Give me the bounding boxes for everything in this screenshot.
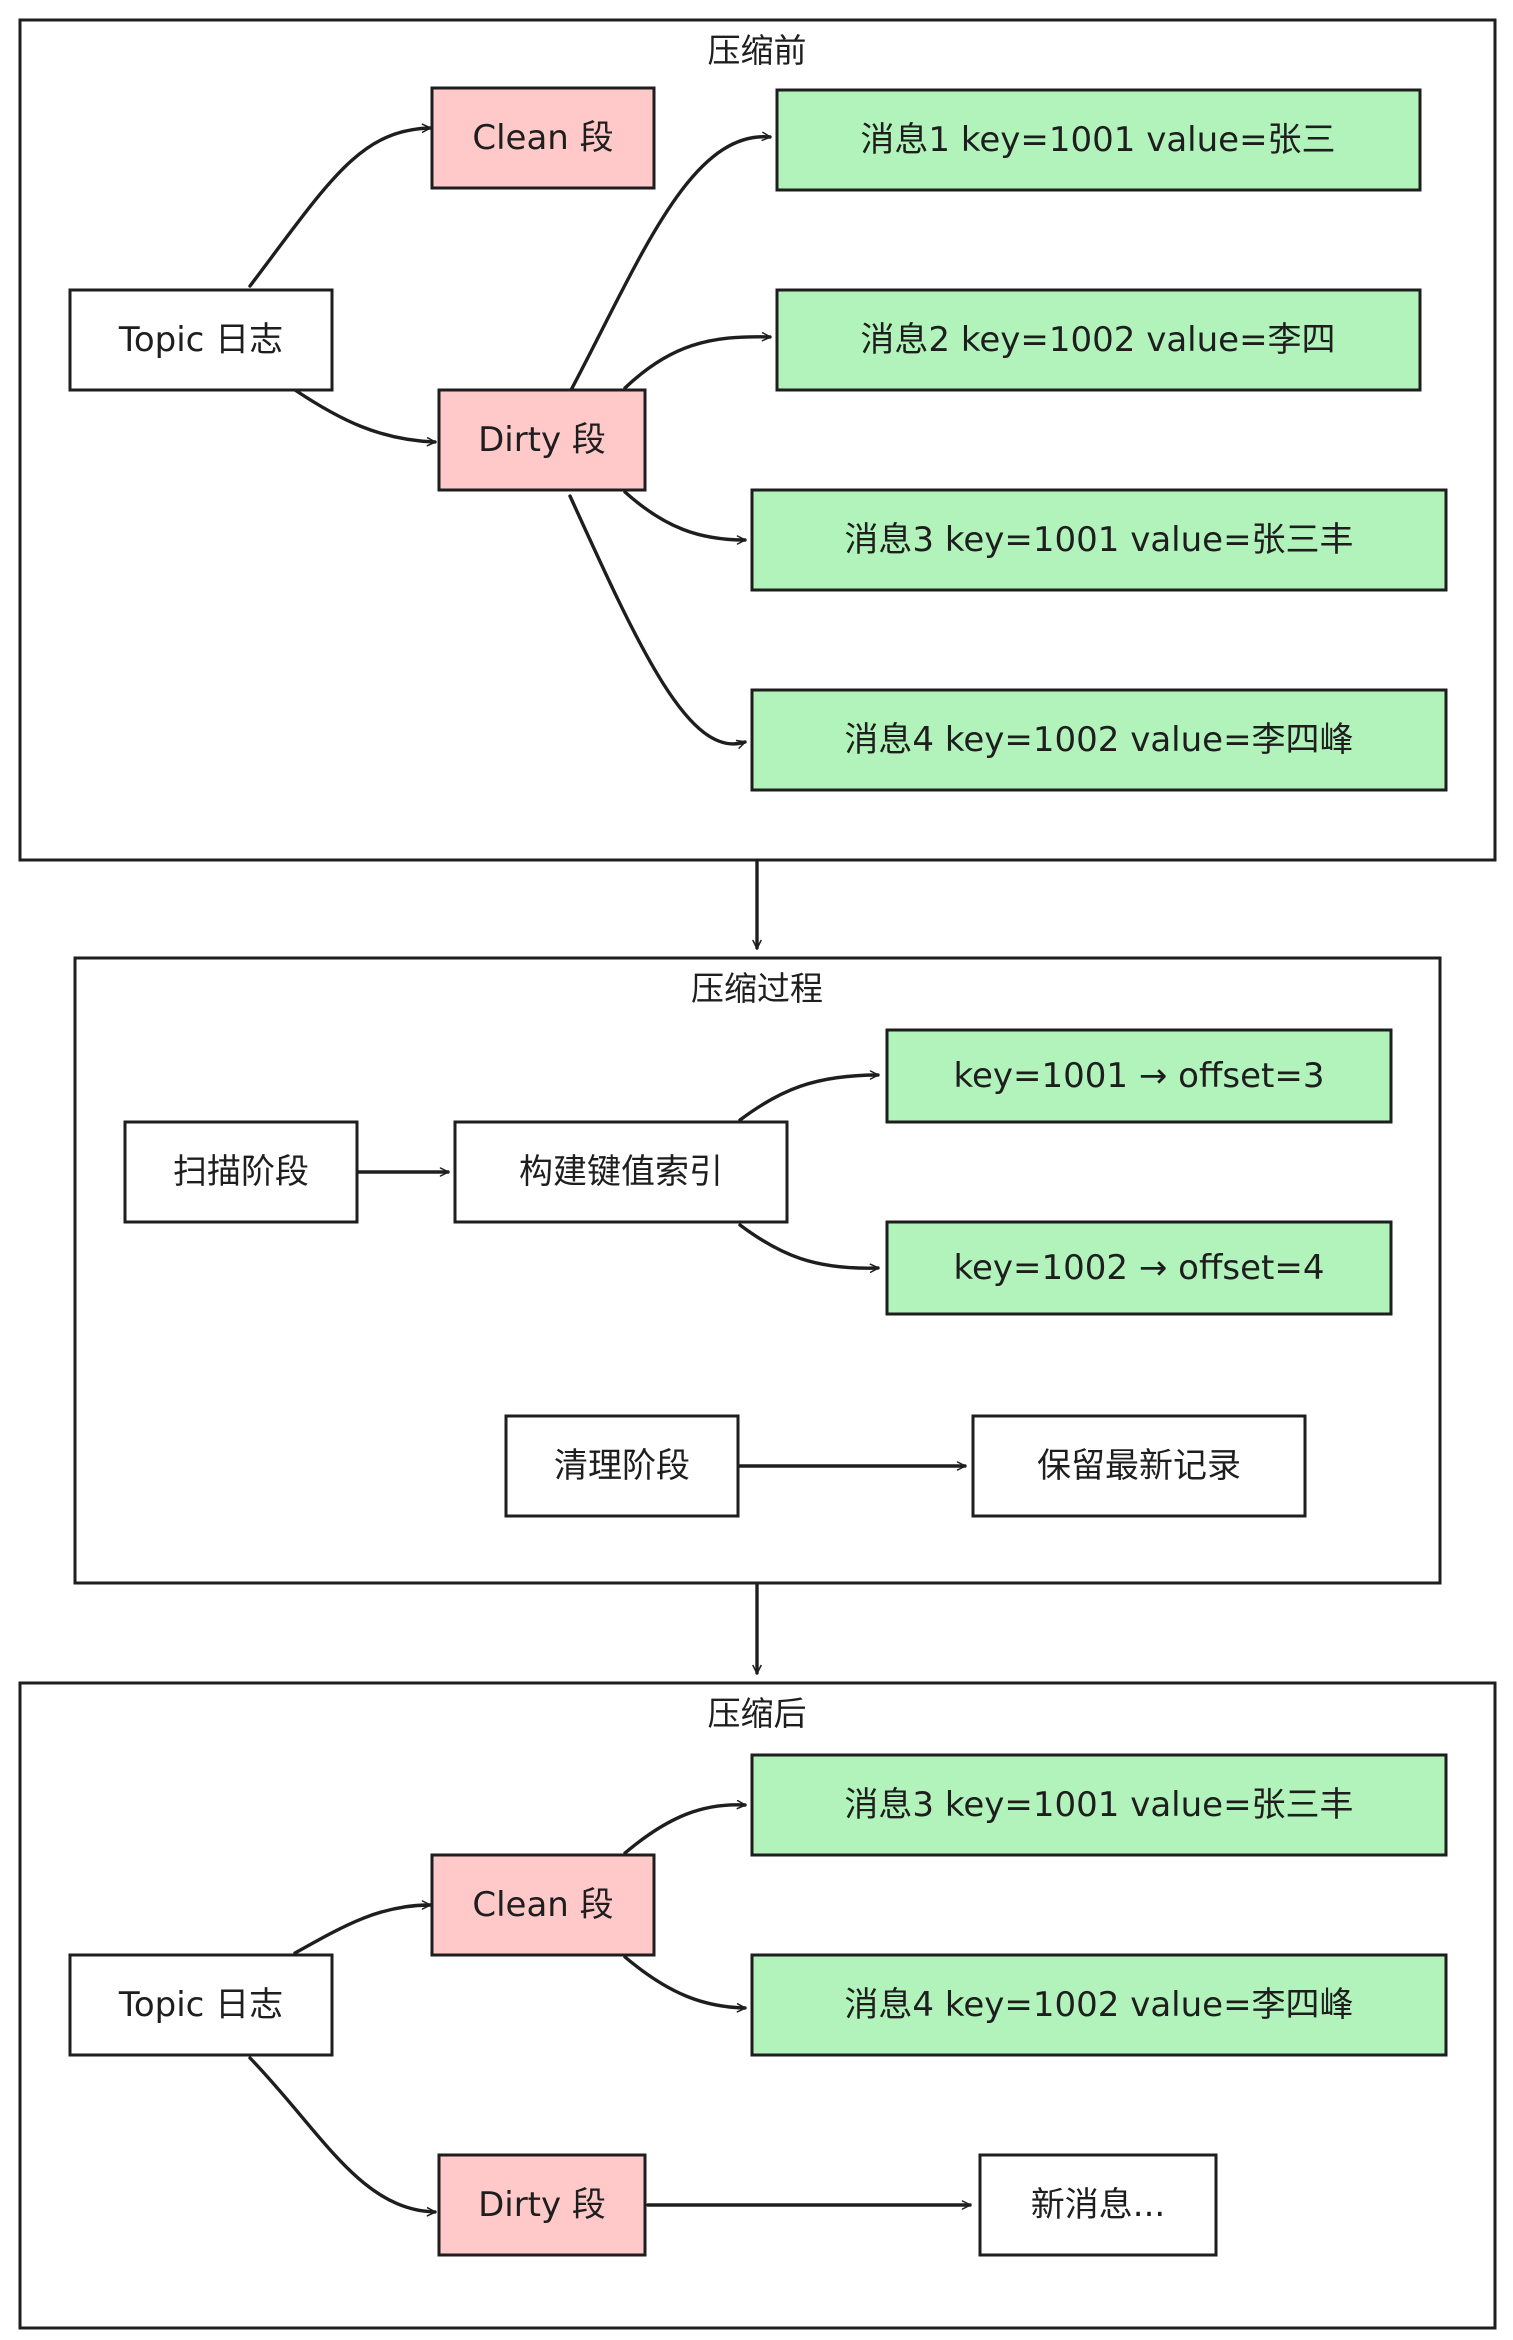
arrow-dirty-to-message-2 — [623, 332, 772, 390]
arrow-dirty-to-message-3 — [623, 490, 747, 545]
after-dirty-segment-node: Dirty 段 — [437, 2153, 647, 2257]
before-message-4-label: 消息4 key=1002 value=李四峰 — [844, 720, 1353, 760]
after-message-3-label: 消息3 key=1001 value=张三丰 — [844, 1785, 1353, 1825]
before-message-3-label: 消息3 key=1001 value=张三丰 — [844, 520, 1353, 560]
after-topic-log-node: Topic 日志 — [68, 1953, 334, 2057]
arrow-after-topic-to-dirty — [248, 2056, 437, 2217]
after-message-3-node: 消息3 key=1001 value=张三丰 — [750, 1753, 1448, 1857]
arrow-after-clean-to-message-4 — [623, 1955, 747, 2013]
after-message-4-node: 消息4 key=1002 value=李四峰 — [750, 1953, 1448, 2057]
edges — [248, 123, 972, 2217]
new-messages-label: 新消息... — [1031, 2185, 1165, 2225]
new-messages-node: 新消息... — [978, 2153, 1218, 2257]
arrow-after-clean-to-message-3 — [623, 1799, 747, 1855]
before-message-2-label: 消息2 key=1002 value=李四 — [860, 320, 1335, 360]
before-message-3-node: 消息3 key=1001 value=张三丰 — [750, 488, 1448, 592]
before-message-1-node: 消息1 key=1001 value=张三 — [775, 88, 1422, 192]
index-entry-2-node: key=1002 → offset=4 — [885, 1220, 1393, 1316]
before-message-1-label: 消息1 key=1001 value=张三 — [860, 120, 1335, 160]
arrow-after-topic-to-clean — [293, 1900, 432, 1955]
arrow-dirty-to-message-4 — [568, 494, 747, 749]
before-topic-log-label: Topic 日志 — [118, 320, 283, 360]
scan-phase-label: 扫描阶段 — [173, 1152, 309, 1192]
after-clean-segment-label: Clean 段 — [472, 1885, 613, 1925]
arrow-index-to-entry-1 — [738, 1070, 880, 1122]
compaction-process-title: 压缩过程 — [691, 969, 823, 1008]
keep-latest-node: 保留最新记录 — [971, 1414, 1307, 1518]
index-entry-2-label: key=1002 → offset=4 — [954, 1248, 1325, 1288]
before-dirty-segment-label: Dirty 段 — [478, 420, 606, 460]
keep-latest-label: 保留最新记录 — [1037, 1446, 1241, 1486]
before-message-2-node: 消息2 key=1002 value=李四 — [775, 288, 1422, 392]
after-clean-segment-node: Clean 段 — [430, 1853, 656, 1957]
after-message-4-label: 消息4 key=1002 value=李四峰 — [844, 1985, 1353, 2025]
arrow-topic-to-clean — [248, 123, 432, 288]
clean-phase-label: 清理阶段 — [554, 1446, 690, 1486]
before-compaction-title: 压缩前 — [708, 31, 807, 70]
arrow-dirty-to-message-1 — [568, 131, 772, 394]
before-message-4-node: 消息4 key=1002 value=李四峰 — [750, 688, 1448, 792]
after-topic-log-label: Topic 日志 — [118, 1985, 283, 2025]
before-clean-segment-label: Clean 段 — [472, 118, 613, 158]
build-index-label: 构建键值索引 — [519, 1152, 723, 1192]
after-dirty-segment-label: Dirty 段 — [478, 2185, 606, 2225]
after-compaction-title: 压缩后 — [708, 1694, 807, 1733]
arrow-topic-to-dirty — [293, 388, 437, 447]
index-entry-1-label: key=1001 → offset=3 — [954, 1056, 1325, 1096]
arrow-index-to-entry-2 — [738, 1223, 880, 1273]
index-entry-1-node: key=1001 → offset=3 — [885, 1028, 1393, 1124]
before-topic-log-node: Topic 日志 — [68, 288, 334, 392]
before-dirty-segment-node: Dirty 段 — [437, 388, 647, 492]
clean-phase-node: 清理阶段 — [504, 1414, 740, 1518]
scan-phase-node: 扫描阶段 — [123, 1120, 359, 1224]
build-index-node: 构建键值索引 — [453, 1120, 789, 1224]
before-clean-segment-node: Clean 段 — [430, 86, 656, 190]
